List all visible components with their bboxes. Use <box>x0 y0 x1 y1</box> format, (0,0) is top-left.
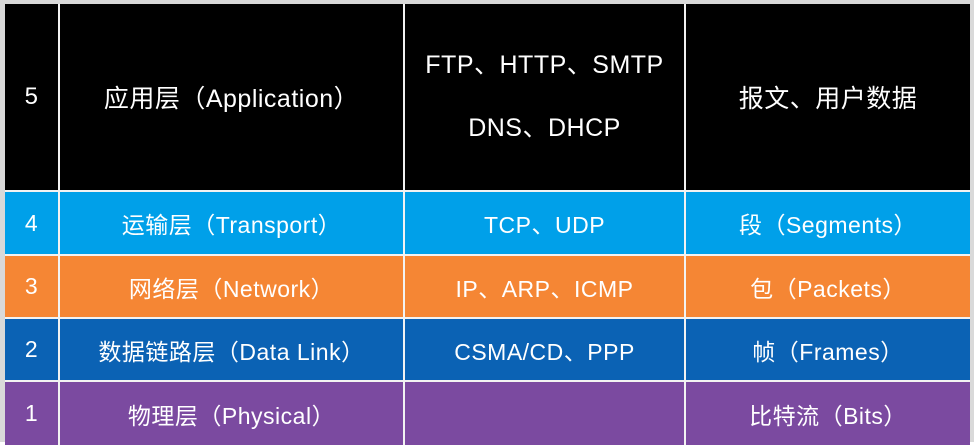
layer-number-1: 1 <box>5 382 60 445</box>
layer-protocols-4: TCP、UDP <box>405 192 686 256</box>
layer-protocols-2: CSMA/CD、PPP <box>405 319 686 382</box>
table-row-layer-2: 2 数据链路层（Data Link） CSMA/CD、PPP 帧（Frames） <box>5 319 970 382</box>
table-row-layer-5: 5 应用层（Application） FTP、HTTP、SMTP DNS、DHC… <box>5 4 970 192</box>
layer-protocols-1 <box>405 382 686 445</box>
layer-data-unit-2: 帧（Frames） <box>686 319 970 382</box>
table-row-layer-1: 1 物理层（Physical） 比特流（Bits） <box>5 382 970 445</box>
layer-data-unit-5: 报文、用户数据 <box>686 4 970 192</box>
protocols-line-2: DNS、DHCP <box>468 114 621 142</box>
layer-name-3: 网络层（Network） <box>60 256 405 319</box>
layer-protocols-5: FTP、HTTP、SMTP DNS、DHCP <box>405 4 686 192</box>
layer-name-4: 运输层（Transport） <box>60 192 405 256</box>
layer-number-3: 3 <box>5 256 60 319</box>
table-row-layer-4: 4 运输层（Transport） TCP、UDP 段（Segments） <box>5 192 970 256</box>
layer-name-5: 应用层（Application） <box>60 4 405 192</box>
layers-table: 5 应用层（Application） FTP、HTTP、SMTP DNS、DHC… <box>5 4 970 445</box>
layer-number-5: 5 <box>5 4 60 192</box>
layer-data-unit-3: 包（Packets） <box>686 256 970 319</box>
layer-name-2: 数据链路层（Data Link） <box>60 319 405 382</box>
protocols-line-1: FTP、HTTP、SMTP <box>425 50 664 79</box>
layer-name-1: 物理层（Physical） <box>60 382 405 445</box>
layer-data-unit-1: 比特流（Bits） <box>686 382 970 445</box>
layer-protocols-3: IP、ARP、ICMP <box>405 256 686 319</box>
table-row-layer-3: 3 网络层（Network） IP、ARP、ICMP 包（Packets） <box>5 256 970 319</box>
layer-number-4: 4 <box>5 192 60 256</box>
layer-number-2: 2 <box>5 319 60 382</box>
layer-data-unit-4: 段（Segments） <box>686 192 970 256</box>
